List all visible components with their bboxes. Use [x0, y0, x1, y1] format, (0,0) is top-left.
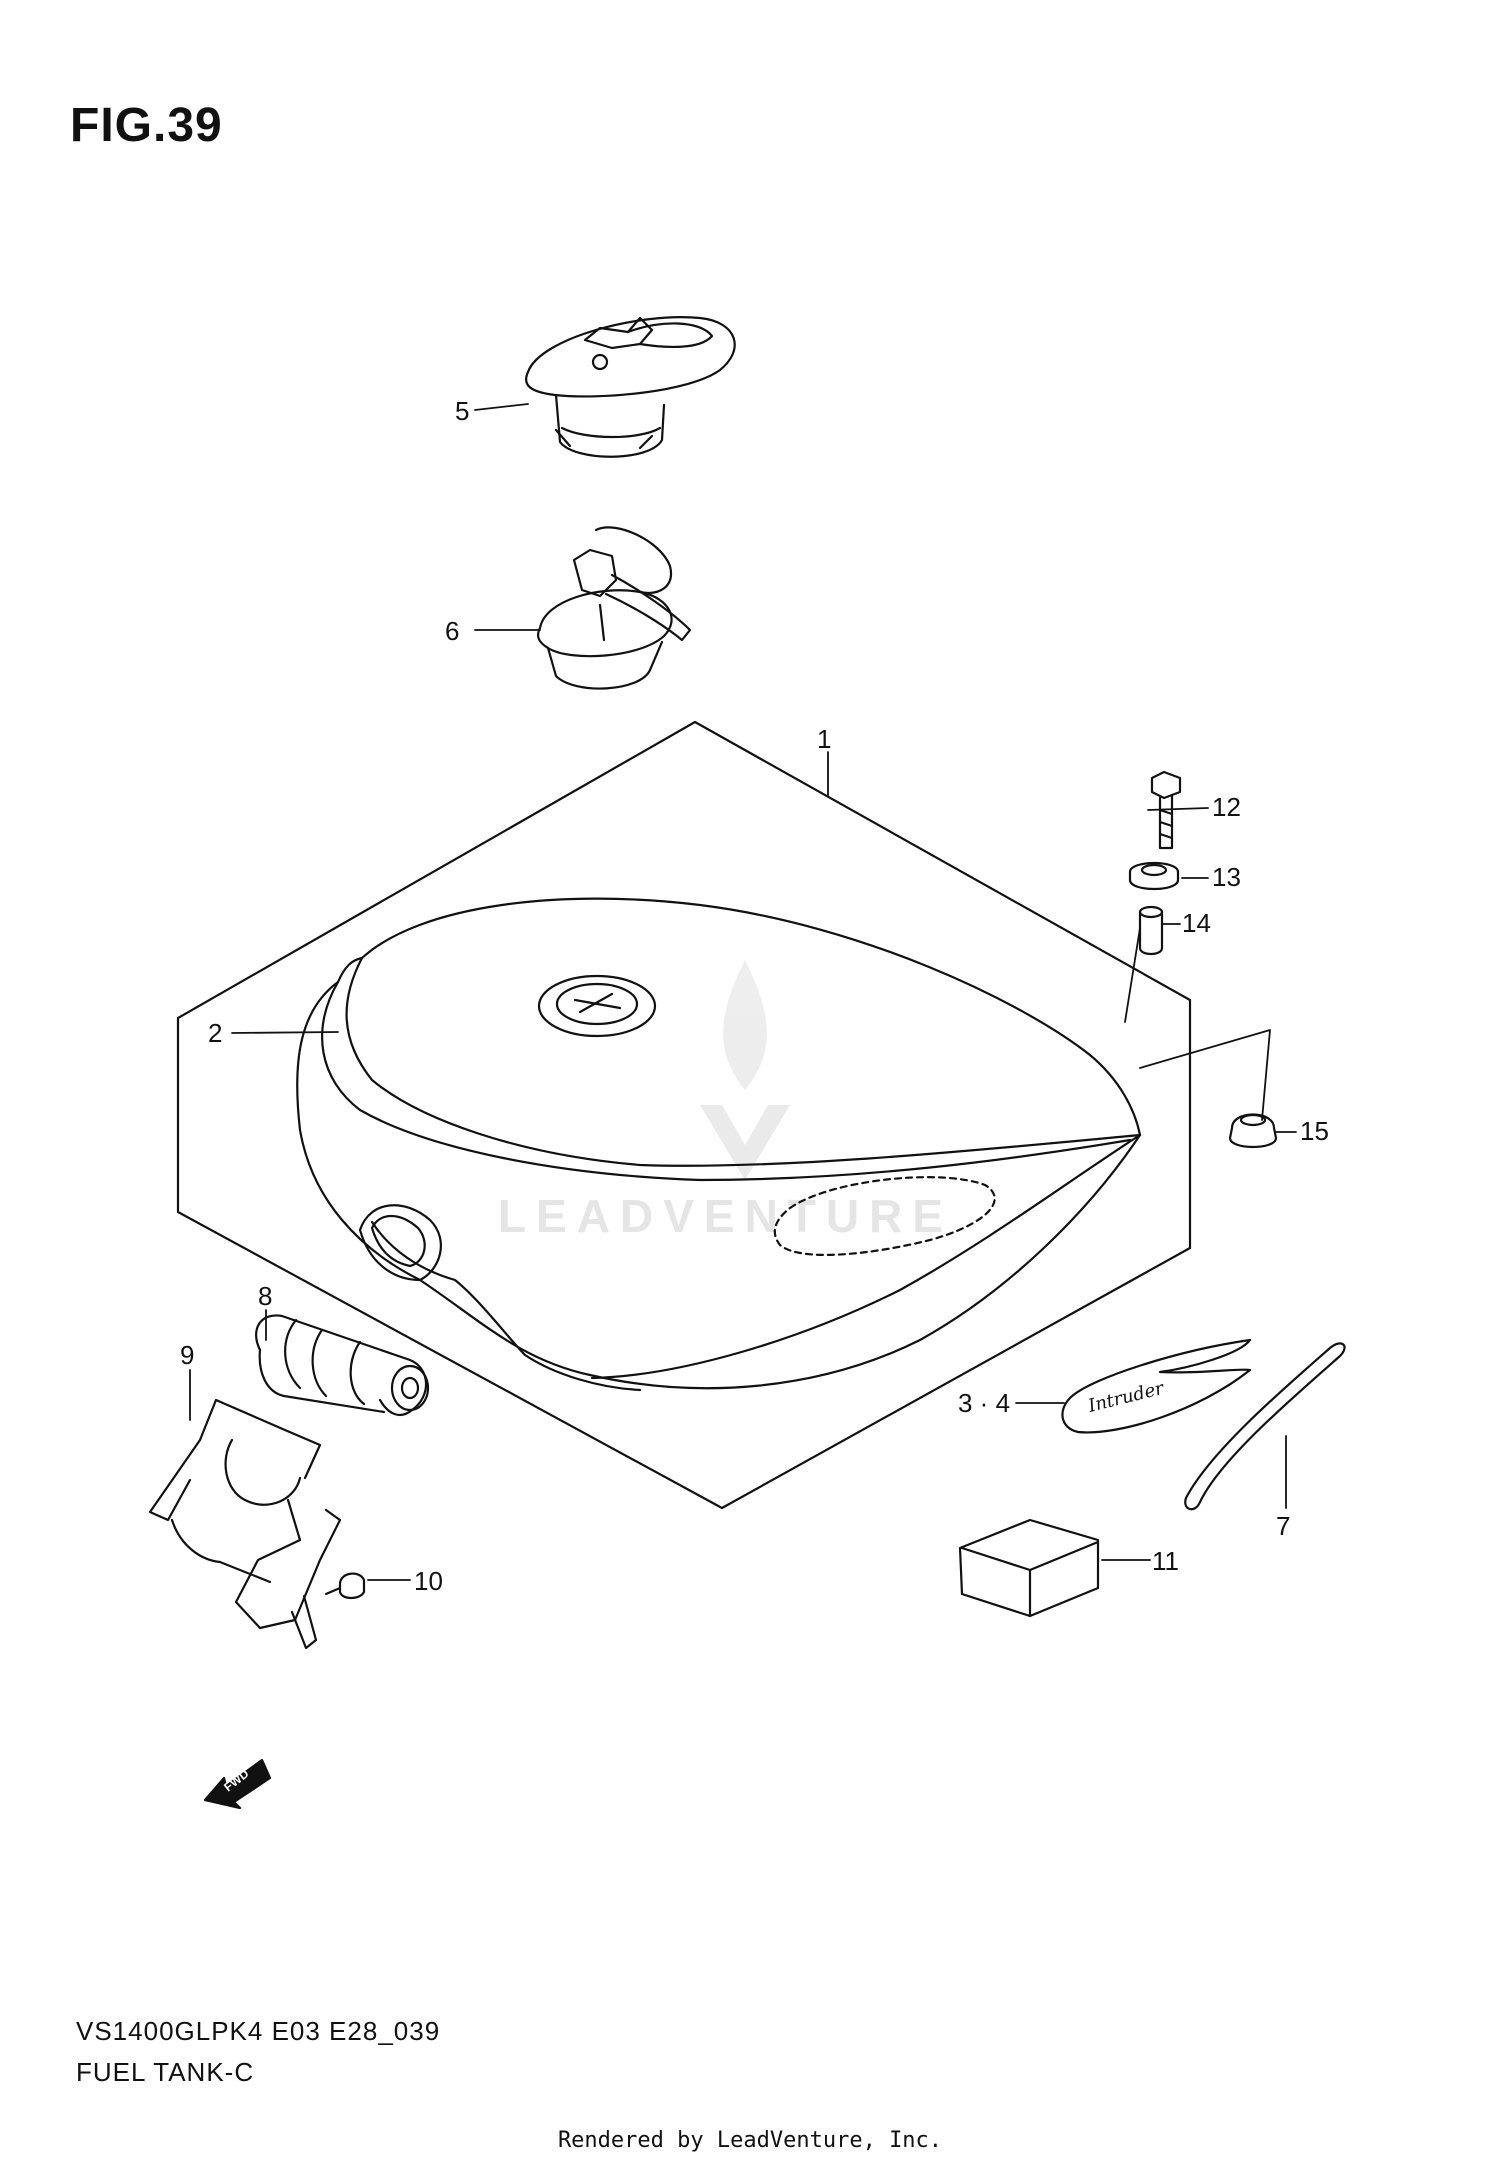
part-1-tank-outline[interactable] [176, 720, 1192, 1510]
callout-14: 14 [1182, 908, 1211, 938]
part-6-fuel-cap[interactable] [537, 526, 692, 690]
callout-labels: 5 6 1 2 12 13 14 15 3 · 4 7 11 8 9 10 In… [180, 396, 1329, 1794]
part-12-bolt[interactable] [1150, 770, 1182, 850]
fwd-arrow-icon [203, 1758, 272, 1810]
part-15-grommet[interactable] [1228, 1113, 1278, 1148]
part-14-collar[interactable] [1138, 905, 1164, 956]
callout-5: 5 [455, 396, 469, 426]
part-2-fuel-tank[interactable] [296, 897, 1142, 1392]
part-10-screw[interactable] [324, 1572, 366, 1600]
figure-title: FIG.39 [70, 99, 223, 152]
callout-10: 10 [414, 1566, 443, 1596]
rendered-by-footer: Rendered by LeadVenture, Inc. [0, 2128, 1500, 2153]
callout-2: 2 [208, 1018, 222, 1048]
part-11-block[interactable] [958, 1518, 1100, 1618]
figure-name: FUEL TANK-C [76, 2057, 255, 2087]
callout-8: 8 [258, 1281, 272, 1311]
watermark-text: LEADVENTURE [498, 1190, 953, 1242]
part-13-washer[interactable] [1128, 862, 1180, 890]
watermark-v-icon [700, 1105, 790, 1180]
part-3-4-emblem[interactable] [1061, 1338, 1252, 1434]
part-9-bracket[interactable] [148, 1398, 342, 1650]
watermark-flame-icon [723, 960, 767, 1090]
watermark: LEADVENTURE [498, 960, 953, 1242]
callout-1: 1 [817, 724, 831, 754]
leader-lines [189, 403, 1297, 1581]
callout-6: 6 [445, 616, 459, 646]
emblem-script-text: Intruder [1085, 1378, 1167, 1418]
part-5-fuel-cap[interactable] [525, 316, 736, 458]
callout-7: 7 [1276, 1511, 1290, 1541]
callout-3-4: 3 · 4 [958, 1388, 1010, 1418]
callout-11: 11 [1152, 1546, 1179, 1576]
footer-text: Rendered by LeadVenture, Inc. [557, 2128, 943, 2153]
callout-12: 12 [1212, 792, 1241, 822]
part-7-trim-strip[interactable] [1184, 1342, 1346, 1511]
callout-15: 15 [1300, 1116, 1329, 1146]
callout-9: 9 [180, 1340, 194, 1370]
callout-13: 13 [1212, 862, 1241, 892]
part-8-cushion[interactable] [255, 1314, 430, 1417]
model-code: VS1400GLPK4 E03 E28_039 [76, 2016, 441, 2046]
